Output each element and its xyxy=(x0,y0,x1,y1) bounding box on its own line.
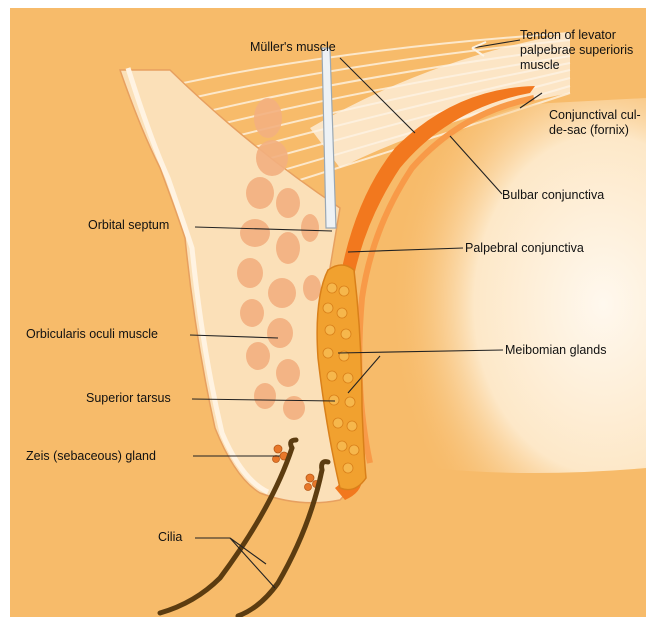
label-orbicularis-oculi-muscle: Orbicularis oculi muscle xyxy=(26,327,158,342)
eyelid-cross-section xyxy=(10,8,646,617)
label-meibomian-glands: Meibomian glands xyxy=(505,343,606,358)
label-levator-tendon: Tendon of levator palpebrae superioris m… xyxy=(520,28,638,73)
diagram-frame: Müller's muscle Tendon of levator palpeb… xyxy=(10,8,646,617)
label-muller-muscle: Müller's muscle xyxy=(250,40,336,55)
label-bulbar-conjunctiva: Bulbar conjunctiva xyxy=(502,188,604,203)
label-palpebral-conjunctiva: Palpebral conjunctiva xyxy=(465,241,584,256)
label-zeis-gland: Zeis (sebaceous) gland xyxy=(26,449,156,464)
label-orbital-septum: Orbital septum xyxy=(88,218,169,233)
label-conjunctival-cul-de-sac: Conjunctival cul-de-sac (fornix) xyxy=(549,108,641,138)
label-cilia: Cilia xyxy=(158,530,182,545)
label-superior-tarsus: Superior tarsus xyxy=(86,391,171,406)
